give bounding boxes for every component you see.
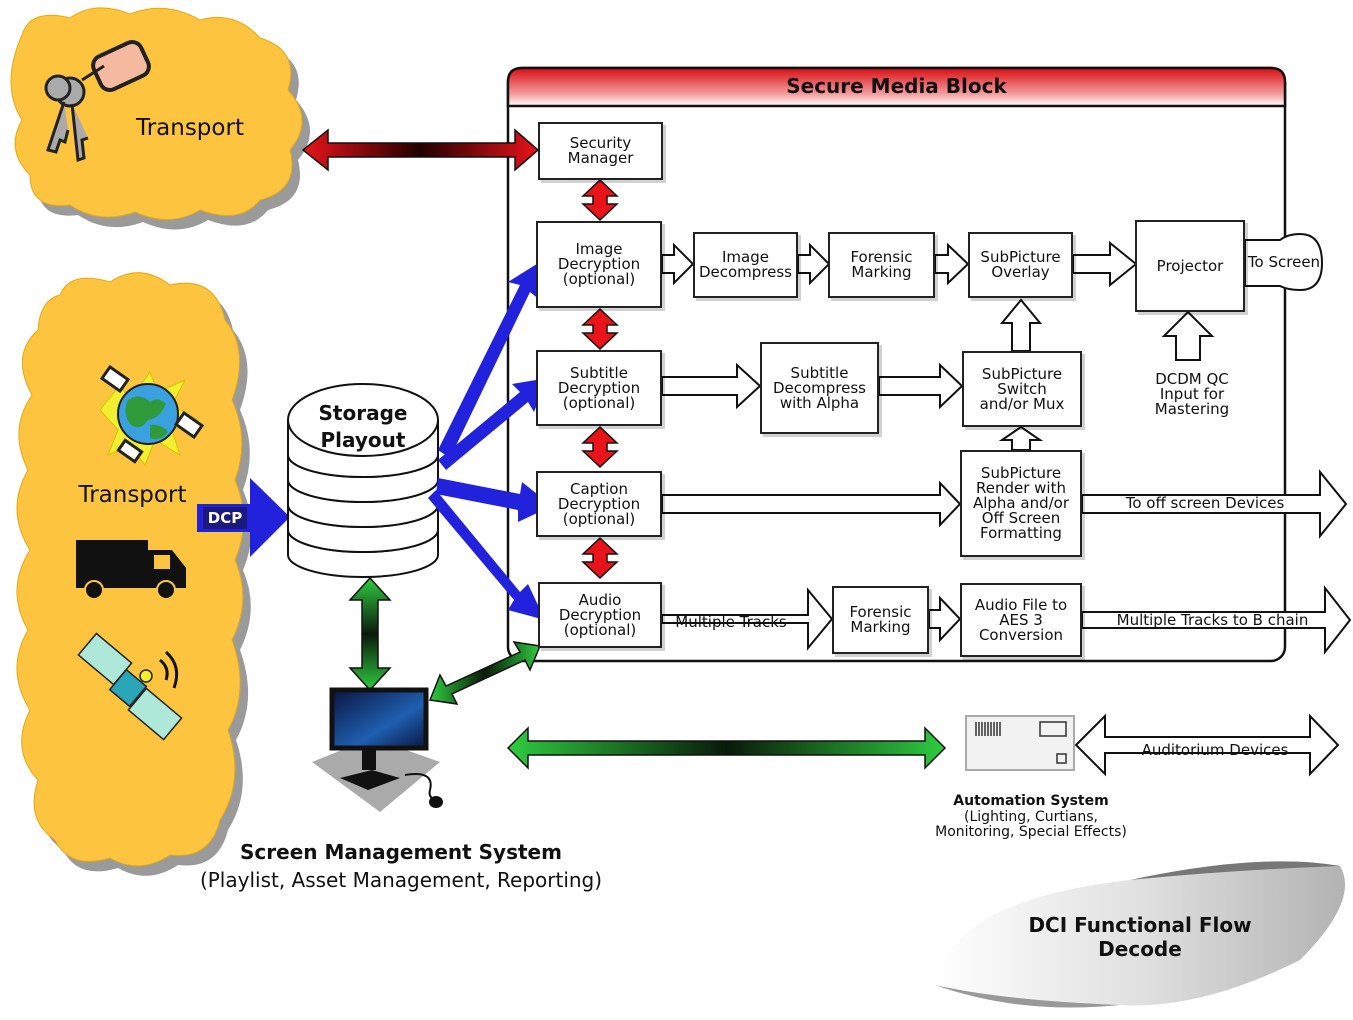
truck-icon (76, 540, 186, 600)
to-off-screen-label: To off screen Devices (1125, 494, 1285, 512)
subtitle-decompress-box: Subtitle Decompress with Alpha (760, 342, 879, 434)
dcp-label: DCP (203, 507, 247, 529)
footer-title: DCI Functional Flow Decode (1028, 913, 1252, 961)
image-decompress-box: Image Decompress (693, 232, 798, 298)
caption-decryption-box: Caption Decryption (optional) (536, 471, 662, 537)
auditorium-devices-label: Auditorium Devices (1141, 741, 1289, 759)
to-screen-label: To Screen (1247, 253, 1321, 271)
automation-system-title: Automation System (953, 793, 1109, 809)
security-manager-box: Security Manager (538, 122, 663, 180)
multiple-tracks-b-label: Multiple Tracks to B chain (1116, 611, 1309, 629)
multiple-tracks-label: Multiple Tracks (675, 613, 787, 631)
subpicture-switch-box: SubPicture Switch and/or Mux (962, 351, 1082, 427)
to-screen-shape (1244, 232, 1324, 292)
transport-left-label: Transport (78, 482, 187, 508)
secure-media-block-title: Secure Media Block (786, 74, 1007, 98)
storage-sms-arrow (348, 576, 392, 692)
transport-top-cloud (10, 7, 311, 230)
red-vertical-arrows (581, 178, 619, 580)
sms-smb-arrow (428, 641, 542, 705)
computer-icon (312, 687, 443, 812)
subtitle-decryption-box: Subtitle Decryption (optional) (536, 350, 662, 426)
automation-link-arrow (506, 726, 947, 770)
automation-device-icon (965, 715, 1075, 771)
transport-security-arrow (301, 128, 540, 172)
sms-subtitle: (Playlist, Asset Management, Reporting) (199, 868, 603, 892)
dcdm-qc-label: DCDM QC Input for Mastering (1154, 370, 1230, 418)
audio-file-conversion-box: Audio File to AES 3 Conversion (960, 583, 1082, 657)
swoosh-decoration (935, 861, 1345, 1008)
audio-decryption-box: Audio Decryption (optional) (538, 582, 662, 648)
globe-satellite-icon (99, 364, 205, 467)
image-decryption-box: Image Decryption (optional) (536, 221, 662, 308)
keys-icon (44, 39, 151, 163)
storage-playout-icon (287, 383, 439, 578)
forensic-marking-image-box: Forensic Marking (828, 232, 935, 298)
projector-box: Projector (1135, 220, 1245, 312)
storage-playout-label: Storage Playout (318, 401, 408, 452)
subpicture-render-box: SubPicture Render with Alpha and/or Off … (960, 450, 1082, 557)
transport-top-label: Transport (136, 115, 244, 141)
white-flow-arrows (661, 240, 1352, 777)
blue-fanout-arrows (428, 262, 552, 620)
subpicture-overlay-box: SubPicture Overlay (968, 232, 1073, 298)
satellite-icon (77, 632, 183, 741)
automation-system-subtitle: (Lighting, Curtians, Monitoring, Special… (935, 809, 1127, 840)
forensic-marking-audio-box: Forensic Marking (832, 586, 929, 654)
sms-title: Screen Management System (240, 840, 562, 864)
